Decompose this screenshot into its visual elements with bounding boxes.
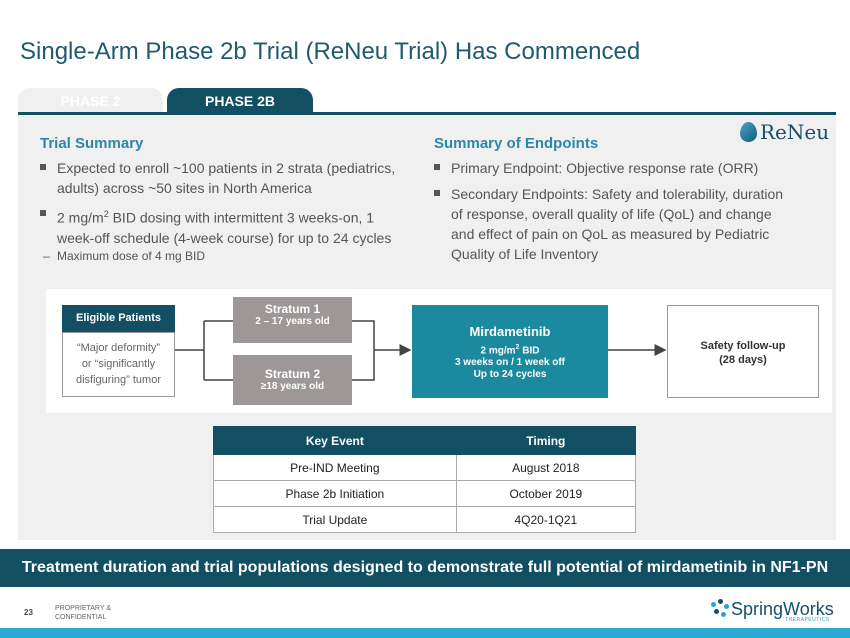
eligible-line: or “significantly [81,358,156,370]
dose-schedule-text: BID dosing with intermittent 3 weeks-on,… [57,209,392,246]
drug-dose-frequency: BID [519,345,540,357]
sub-bullet-max-dose: Maximum dose of 4 mg BID [43,249,205,263]
connector-eligible-to-strata [175,320,233,381]
eligible-line: “Major deformity” [76,342,161,354]
drop-icon [740,122,757,142]
tab-phase-2b[interactable]: PHASE 2B [167,88,313,114]
bottom-accent-bar [0,628,850,638]
list-item: Secondary Endpoints: Safety and tolerabi… [434,184,794,264]
springworks-logo-text: SpringWorks [731,599,834,619]
trial-summary-title: Trial Summary [40,135,144,152]
stratum-1-age: 2 – 17 years old [255,316,330,327]
tab-underline [18,112,836,115]
table-cell: October 2019 [455,480,637,507]
stratum-1-box: Stratum 1 2 – 17 years old [233,297,352,343]
safety-line: Safety follow-up [700,340,786,352]
stratum-1-title: Stratum 1 [264,302,321,316]
mirdametinib-box: Mirdametinib 2 mg/m2 BID 3 weeks on / 1 … [412,305,608,398]
trial-summary-list: Expected to enroll ~100 patients in 2 st… [40,158,400,254]
arrow-strata-to-drug [352,320,410,381]
stratum-2-title: Stratum 2 [264,367,321,381]
drug-title: Mirdametinib [469,324,551,339]
drug-schedule: 3 weeks on / 1 week off [454,357,566,369]
list-item: 2 mg/m2 BID dosing with intermittent 3 w… [40,204,400,248]
springworks-logo: SpringWorks [709,599,834,619]
confidential-line: CONFIDENTIAL [55,614,107,621]
eligible-line: disfiguring” tumor [76,374,161,386]
eligible-patients-header: Eligible Patients [62,305,175,332]
springworks-tagline: THERAPEUTICS [785,617,830,623]
list-item: Primary Endpoint: Objective response rat… [434,158,794,178]
tab-phase-2[interactable]: PHASE 2 [18,88,163,114]
confidential-notice: PROPRIETARY & CONFIDENTIAL [55,604,111,622]
eligible-patients-body: “Major deformity” or “significantly disf… [62,332,175,397]
table-row: Pre-IND Meeting August 2018 [213,454,637,481]
page-number: 23 [24,608,33,617]
safety-follow-up-box: Safety follow-up (28 days) [667,305,819,398]
reneu-logo-text: ReNeu [760,120,830,144]
dose-text: 2 mg/m [57,209,104,226]
reneu-logo: ReNeu [740,120,829,144]
column-header: Key Event [213,426,457,455]
table-cell: August 2018 [455,454,637,481]
table-cell: 4Q20-1Q21 [455,506,637,533]
endpoints-list: Primary Endpoint: Objective response rat… [434,158,794,270]
drug-dose-text: 2 mg/m [480,345,516,357]
confidential-line: PROPRIETARY & [55,605,112,612]
page-title: Single-Arm Phase 2b Trial (ReNeu Trial) … [20,38,641,65]
list-item: Expected to enroll ~100 patients in 2 st… [40,158,400,198]
stratum-2-age: ≥18 years old [260,381,325,392]
stratum-2-box: Stratum 2 ≥18 years old [233,355,352,405]
endpoints-title: Summary of Endpoints [434,135,599,152]
table-cell: Pre-IND Meeting [213,454,457,481]
table-row: Trial Update 4Q20-1Q21 [213,506,637,533]
springworks-dots-icon [709,599,731,619]
column-header: Timing [455,426,637,455]
safety-line: (28 days) [719,354,767,366]
drug-dose: 2 mg/m2 BID [412,342,608,357]
table-cell: Trial Update [213,506,457,533]
drug-dose-superscript: 2 [515,344,520,351]
drug-cycles: Up to 24 cycles [473,369,547,381]
table-row: Phase 2b Initiation October 2019 [213,480,637,507]
key-events-table: Key Event Timing Pre-IND Meeting August … [213,426,637,533]
dose-superscript: 2 [103,209,109,219]
table-header-row: Key Event Timing [213,426,637,455]
table-cell: Phase 2b Initiation [213,480,457,507]
takeaway-banner: Treatment duration and trial populations… [0,549,850,587]
